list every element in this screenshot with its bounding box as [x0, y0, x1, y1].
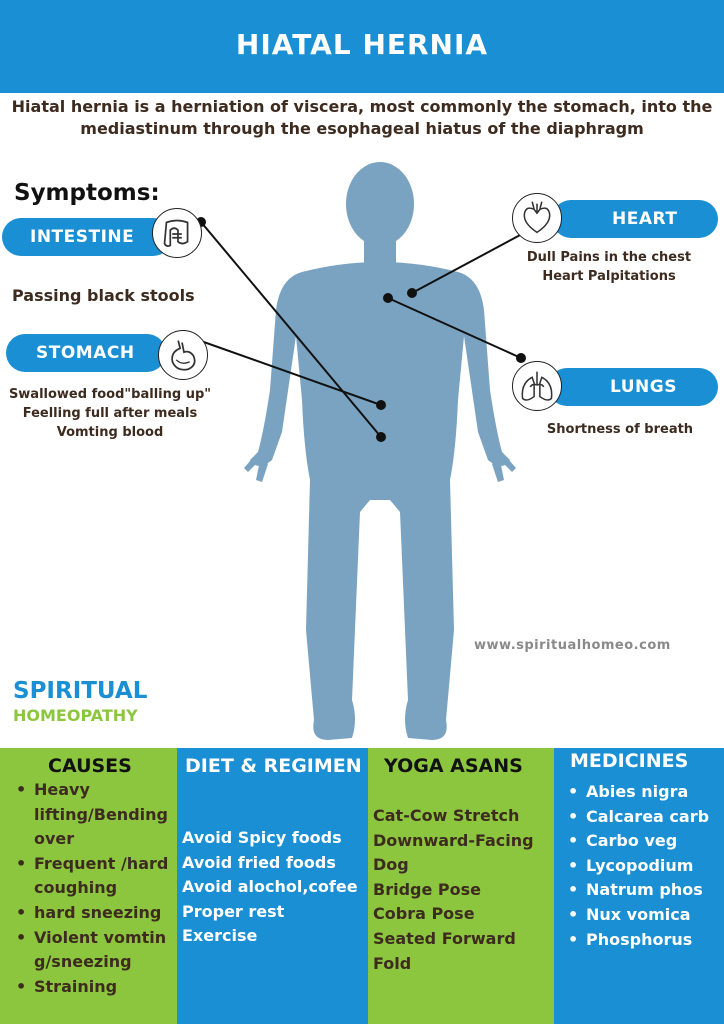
- diet-column: DIET & REGIMEN Avoid Spicy foods Avoid f…: [177, 748, 368, 1024]
- heart-icon: [512, 193, 562, 243]
- intestine-pill: INTESTINE: [2, 218, 172, 256]
- yoga-item: Cat-Cow Stretch: [373, 806, 520, 825]
- medicine-item: Nux vomica: [564, 903, 724, 928]
- lungs-label: LUNGS: [610, 377, 677, 397]
- yoga-item: Bridge Pose: [373, 879, 481, 899]
- heart-note-2: Heart Palpitations: [542, 269, 676, 284]
- lungs-pill: LUNGS: [548, 368, 718, 406]
- diet-item: Exercise: [182, 926, 258, 946]
- stomach-note-2: Feelling full after meals: [22, 406, 198, 421]
- causes-item: Heavy lifting/Bending over: [12, 778, 176, 852]
- diet-item: Avoid Spicy foods: [182, 828, 342, 847]
- causes-title: CAUSES: [48, 755, 132, 777]
- causes-column: CAUSES Heavy lifting/Bending over Freque…: [0, 748, 177, 1024]
- diet-item: Avoid alochol,cofee: [182, 877, 358, 897]
- causes-item: Violent vomting/sneezing: [12, 926, 176, 975]
- yoga-list: Cat-Cow Stretch Downward-Facing Dog Brid…: [373, 804, 554, 976]
- medicines-list: Abies nigra Calcarea carb Carbo veg Lyco…: [564, 780, 724, 952]
- intestine-note: Passing black stools: [12, 286, 195, 305]
- brand-logo-line-2: HOMEOPATHY: [13, 706, 138, 725]
- heart-notes: Dull Pains in the chest Heart Palpitatio…: [520, 248, 698, 286]
- intro-text: Hiatal hernia is a herniation of viscera…: [0, 96, 724, 140]
- lungs-notes: Shortness of breath: [540, 420, 700, 439]
- intro-line-2: mediastinum through the esophageal hiatu…: [80, 119, 644, 138]
- website-url: www.spiritualhomeo.com: [474, 638, 671, 653]
- medicine-item: Natrum phos: [564, 878, 724, 903]
- lungs-note-1: Shortness of breath: [546, 422, 694, 437]
- medicine-item: Phosphorus: [564, 928, 724, 953]
- heart-pill: HEART: [552, 200, 718, 238]
- yoga-title: YOGA ASANS: [384, 755, 523, 777]
- stomach-icon: [158, 330, 208, 380]
- symptoms-title: Symptoms:: [14, 180, 160, 206]
- stomach-notes: Swallowed food"balling up" Feelling full…: [4, 385, 216, 442]
- yoga-item: Seated Forward Fold: [373, 928, 516, 973]
- heart-label: HEART: [612, 209, 678, 229]
- causes-item: Frequent /hard coughing: [12, 852, 176, 901]
- causes-item: Straining: [12, 975, 176, 1000]
- causes-list: Heavy lifting/Bending over Frequent /har…: [12, 778, 176, 999]
- yoga-item: Cobra Pose: [373, 904, 475, 924]
- stomach-note-3: Vomting blood: [56, 425, 164, 440]
- yoga-column: YOGA ASANS Cat-Cow Stretch Downward-Faci…: [368, 748, 554, 1024]
- diet-list: Avoid Spicy foods Avoid fried foods Avoi…: [182, 826, 368, 949]
- medicine-item: Abies nigra: [564, 780, 724, 805]
- medicine-item: Lycopodium: [564, 854, 724, 879]
- medicine-item: Calcarea carb: [564, 805, 724, 830]
- header-banner: HIATAL HERNIA: [0, 0, 724, 93]
- lungs-icon: [512, 361, 562, 411]
- intro-line-1: Hiatal hernia is a herniation of viscera…: [11, 97, 713, 116]
- heart-note-1: Dull Pains in the chest: [526, 250, 692, 265]
- diet-title: DIET & REGIMEN: [185, 755, 362, 777]
- stomach-note-1: Swallowed food"balling up": [8, 387, 212, 402]
- intestine-icon: [152, 208, 202, 258]
- stomach-label: STOMACH: [36, 343, 135, 363]
- stomach-pill: STOMACH: [6, 334, 166, 372]
- page-title: HIATAL HERNIA: [235, 28, 489, 61]
- diet-item: Avoid fried foods: [182, 852, 336, 872]
- intestine-note-1: Passing black stools: [12, 286, 195, 305]
- causes-item: hard sneezing: [12, 901, 176, 926]
- human-body-silhouette: [244, 162, 516, 740]
- brand-logo-line-1: SPIRITUAL: [13, 678, 148, 704]
- medicine-item: Carbo veg: [564, 829, 724, 854]
- diet-item: Proper rest: [182, 901, 285, 921]
- yoga-item: Downward-Facing Dog: [373, 830, 534, 875]
- medicines-column: MEDICINES Abies nigra Calcarea carb Carb…: [554, 748, 724, 1024]
- medicines-title: MEDICINES: [570, 750, 689, 772]
- intestine-label: INTESTINE: [30, 227, 135, 247]
